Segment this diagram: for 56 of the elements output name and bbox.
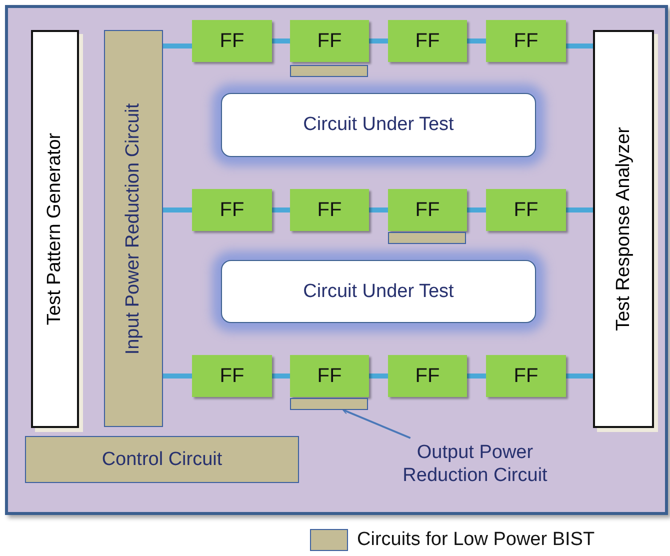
wire <box>566 44 593 48</box>
flip-flop-box <box>290 189 369 231</box>
block-label: FF <box>415 30 440 52</box>
block-label: FF <box>220 198 244 222</box>
power-reduction-bar <box>290 398 368 410</box>
wire <box>369 38 388 44</box>
block-label: FF <box>317 364 342 388</box>
flip-flop-box <box>192 189 272 231</box>
wire <box>272 38 290 44</box>
block-label: Control Circuit <box>102 448 222 470</box>
block-label: Test Response Analyzer <box>612 127 634 331</box>
flip-flop-box <box>192 355 272 397</box>
legend-text: Circuits for Low Power BIST <box>357 529 595 551</box>
wire <box>272 208 290 212</box>
flip-flop-box <box>486 355 566 397</box>
wire <box>369 208 388 212</box>
leader-arrow <box>342 408 411 439</box>
wire <box>467 208 486 212</box>
block-label: FF <box>317 30 342 52</box>
block-label: Test Pattern Generator <box>44 132 66 326</box>
block-label: FF <box>220 364 244 388</box>
circuit-box <box>221 93 536 157</box>
block-label: Input Power Reduction Circuit <box>122 102 144 354</box>
wire <box>369 374 388 378</box>
block-label: Circuit Under Test <box>303 114 454 136</box>
circuit-box <box>221 260 536 323</box>
wire <box>163 44 192 48</box>
wire <box>272 374 290 378</box>
flip-flop-box <box>388 20 467 62</box>
wire <box>566 208 593 212</box>
block-label: FF <box>415 364 440 388</box>
flip-flop-box <box>290 355 369 397</box>
wire <box>467 38 486 44</box>
flip-flop-box <box>192 20 272 62</box>
wire <box>163 208 192 212</box>
block-label: FF <box>415 198 440 222</box>
wire <box>467 374 486 378</box>
wire <box>163 374 192 378</box>
flip-flop-box <box>486 189 566 231</box>
flip-flop-box <box>388 189 467 231</box>
block-label: FF <box>317 198 342 222</box>
power-reduction-bar <box>388 232 466 244</box>
block-label: FF <box>514 30 538 52</box>
circuit-box <box>25 436 299 483</box>
block-label: Output Power Reduction Circuit <box>402 442 548 488</box>
flip-flop-box <box>290 20 369 62</box>
block-label: FF <box>514 364 538 388</box>
block-label: Circuit Under Test <box>303 280 454 302</box>
flip-flop-box <box>486 20 566 62</box>
block-label: FF <box>514 198 538 222</box>
circuit-box <box>104 30 163 427</box>
block-label: FF <box>220 30 244 52</box>
board-panel <box>5 5 668 515</box>
power-reduction-bar <box>290 65 368 77</box>
wire <box>566 374 593 378</box>
flip-flop-box <box>388 355 467 397</box>
